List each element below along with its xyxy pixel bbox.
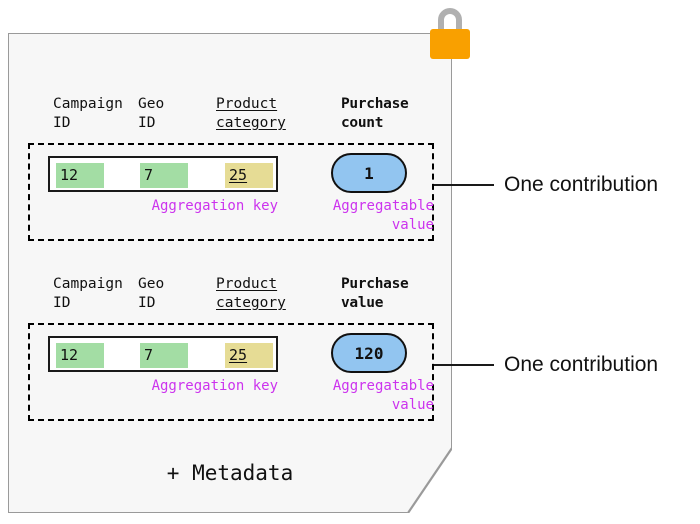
- key-cell-product-category-1: 25: [225, 163, 273, 188]
- aggregation-key-caption-1: Aggregation key: [151, 198, 278, 214]
- annotation-one-contribution-1: One contribution: [434, 174, 658, 195]
- annotation-label: One contribution: [504, 172, 659, 196]
- leader-line-icon: [434, 184, 494, 186]
- key-cell-geo-id-1: 7: [140, 163, 188, 188]
- leader-line-icon: [434, 364, 494, 366]
- aggregatable-value-pill-1: 1: [331, 153, 407, 193]
- key-cell-campaign-id-2: 12: [56, 343, 104, 368]
- metadata-label: + Metadata: [166, 461, 294, 485]
- padlock-icon: [430, 8, 470, 59]
- contribution-outline-2: 12 7 25 Aggregation key 120 Aggregatable…: [28, 323, 434, 421]
- aggregation-key-caption-2: Aggregation key: [151, 378, 278, 394]
- annotation-one-contribution-2: One contribution: [434, 354, 658, 375]
- key-cell-product-category-2: 25: [225, 343, 273, 368]
- report-sheet: [8, 33, 452, 513]
- key-cell-geo-id-2: 7: [140, 343, 188, 368]
- key-cell-campaign-id-1: 12: [56, 163, 104, 188]
- aggregation-key-box-1: 12 7 25: [48, 156, 278, 192]
- aggregation-key-box-2: 12 7 25: [48, 336, 278, 372]
- annotation-label: One contribution: [504, 352, 659, 376]
- aggregatable-value-pill-2: 120: [331, 333, 407, 373]
